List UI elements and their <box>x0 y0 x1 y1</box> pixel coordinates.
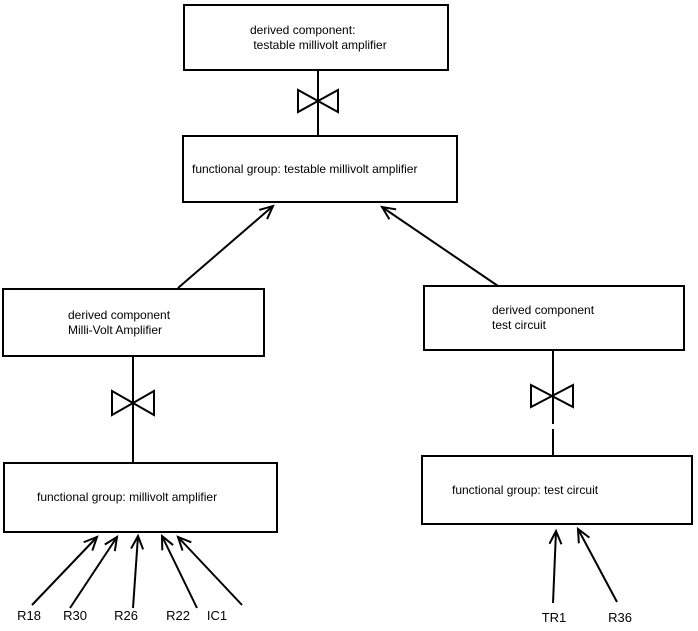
arrow-r36 <box>576 526 618 603</box>
box-text-line: functional group: millivolt amplifier <box>37 490 218 504</box>
leaf-label-r18: R18 <box>17 608 41 623</box>
leaf-label-r22: R22 <box>166 608 190 623</box>
arrow-tr1 <box>548 528 563 604</box>
box-text-line: Milli-Volt Amplifier <box>68 322 163 337</box>
bowtie-icon-right <box>530 383 574 409</box>
box-text-line: test circuit <box>492 318 547 332</box>
bowtie-icon-top <box>297 88 339 114</box>
box-derived-testable-amplifier: derived component: testable millivolt am… <box>183 4 449 71</box>
box-functional-group-test-circuit: functional group: test circuit <box>421 455 693 525</box>
box-text-line: derived component <box>492 303 595 317</box>
leaf-label-r36: R36 <box>608 610 632 625</box>
box-functional-group-testable-amplifier: functional group: testable millivolt amp… <box>182 135 458 203</box>
arrow-ic1 <box>176 535 243 606</box>
leaf-label-ic1: IC1 <box>206 608 228 623</box>
arrow-right-derived-to-top-functional <box>380 205 499 287</box>
box-derived-test-circuit: derived component test circuit <box>423 285 685 351</box>
arrow-r22 <box>160 533 198 609</box>
box-derived-millivolt-amplifier: derived component Milli-Volt Amplifier <box>2 288 265 357</box>
box-text-line: functional group: testable millivolt amp… <box>192 161 418 176</box>
arrow-r26 <box>130 533 145 609</box>
box-text-line: derived component: <box>250 22 356 37</box>
leaf-label-r30: R30 <box>63 608 87 623</box>
leaf-label-tr1: TR1 <box>541 610 567 625</box>
arrow-r18 <box>31 535 99 606</box>
box-functional-group-millivolt-amplifier: functional group: millivolt amplifier <box>3 462 278 533</box>
arrow-r30 <box>69 535 119 609</box>
bowtie-icon-left <box>111 389 155 417</box>
box-text-line: derived component <box>68 307 171 322</box>
box-text-line: functional group: test circuit <box>452 482 599 497</box>
arrow-left-derived-to-top-functional <box>177 204 275 289</box>
box-text-line: testable millivolt amplifier <box>250 37 387 52</box>
leaf-label-r26: R26 <box>114 608 138 623</box>
